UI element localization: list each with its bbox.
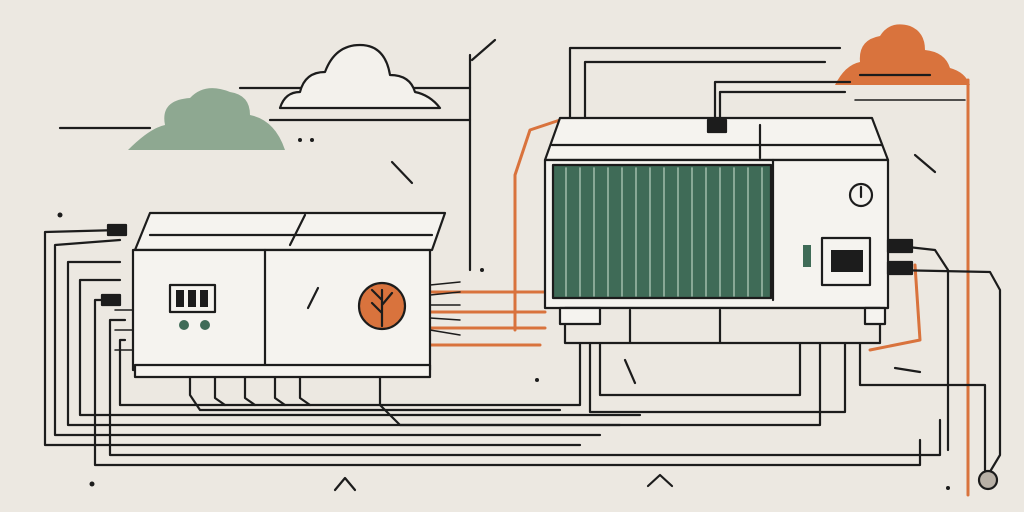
dot (298, 138, 302, 142)
arrow-icon (623, 358, 637, 385)
wire (273, 368, 287, 407)
cable-fan (429, 329, 461, 336)
cloud-icon (835, 24, 970, 85)
arrow-icon (913, 153, 937, 174)
dot (946, 486, 950, 490)
connector (106, 223, 128, 237)
wire (78, 278, 642, 417)
dot (89, 481, 95, 487)
wire (243, 368, 257, 407)
wire (43, 228, 582, 447)
display-slot (188, 290, 196, 307)
grille-fins (565, 167, 763, 297)
indicator-light-icon (803, 245, 811, 267)
arrow-icon (470, 38, 497, 62)
dot (535, 378, 539, 382)
connector (100, 293, 122, 307)
connector (886, 260, 914, 276)
cloud-icon (278, 43, 442, 110)
display-slot (176, 290, 184, 307)
tree-badge-icon (370, 288, 394, 328)
wire (213, 368, 227, 407)
lid-seam (288, 213, 307, 247)
wire (718, 90, 847, 127)
orange-wire (868, 263, 922, 352)
arrow-icon (390, 160, 414, 185)
cloud-icon (128, 88, 285, 150)
right-unit-base (563, 306, 882, 345)
wire (588, 308, 847, 414)
cable-fan (429, 281, 461, 286)
dot (480, 268, 484, 272)
arrow-icon (333, 476, 357, 492)
indicator-light-icon (200, 320, 210, 330)
wire (108, 318, 942, 457)
wire (93, 298, 922, 467)
plug-connector (977, 469, 999, 491)
connector (863, 306, 887, 326)
connector (706, 118, 728, 134)
display-slot (200, 290, 208, 307)
wire (66, 260, 622, 427)
heat-sink-grille (551, 163, 773, 300)
orange-wire (513, 118, 562, 332)
wire (598, 308, 802, 397)
wire (118, 328, 582, 407)
arrow-icon (646, 473, 674, 488)
wire (888, 268, 1002, 482)
cable-fan (429, 291, 461, 296)
wire (568, 46, 842, 127)
cable-fan (429, 317, 461, 321)
connector (558, 306, 602, 326)
wire (53, 238, 602, 437)
arrow-icon (306, 286, 320, 310)
left-box-base (133, 363, 432, 379)
arrow-icon (893, 366, 922, 374)
wire (713, 80, 852, 127)
wire (583, 60, 827, 127)
dot (57, 212, 63, 218)
wire (858, 308, 987, 472)
indicator-light-icon (179, 320, 189, 330)
display-screen (831, 250, 863, 272)
dot (310, 138, 314, 142)
wire (188, 368, 562, 412)
wire (378, 308, 822, 427)
wire (298, 368, 312, 407)
connector (886, 238, 914, 254)
